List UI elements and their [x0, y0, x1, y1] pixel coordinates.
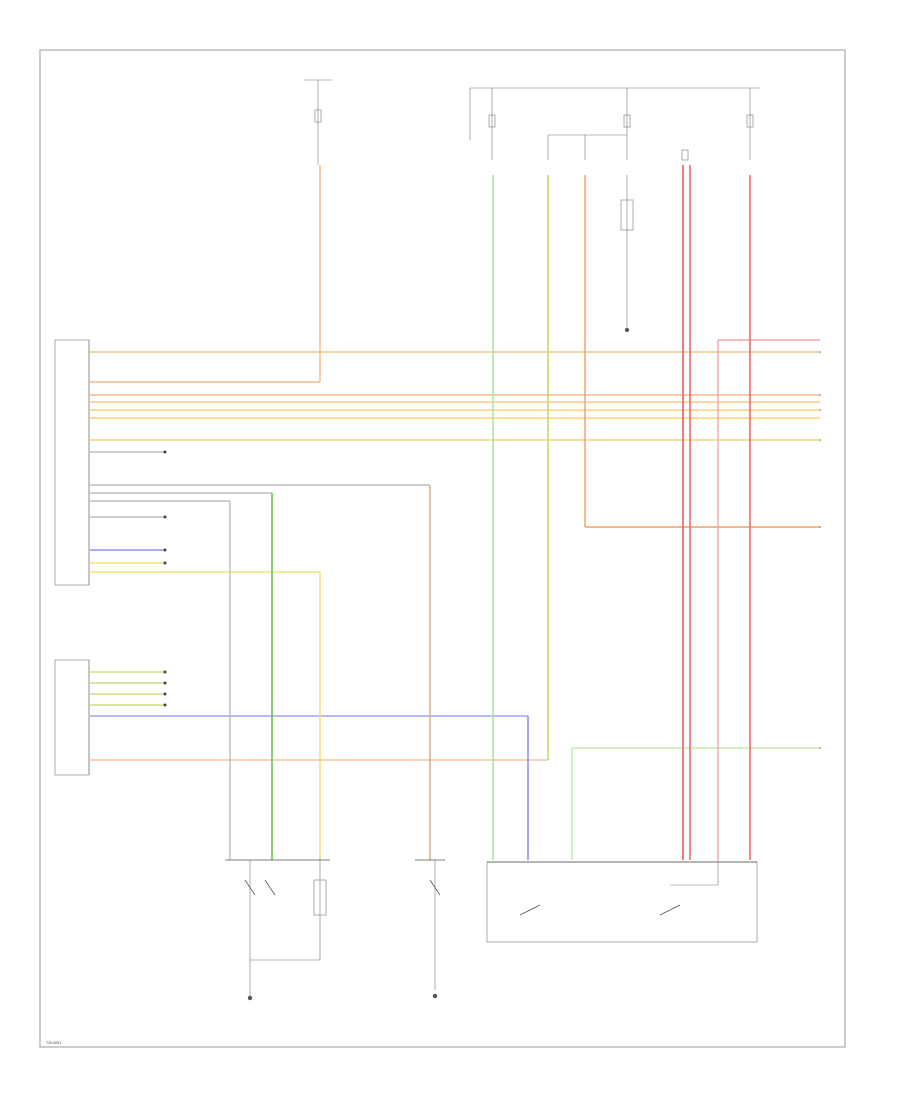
horizontal-wires	[90, 351, 820, 761]
power-distribution-top	[304, 79, 760, 332]
bottom-right-module	[486, 860, 758, 943]
switch-contact-4	[519, 904, 541, 916]
vertical-wires	[229, 165, 820, 860]
ground-left	[247, 995, 253, 1001]
switch-contact-5	[659, 904, 681, 916]
bottom-middle-switch	[415, 859, 445, 999]
ground-point-top	[625, 328, 629, 332]
fuse-3	[623, 114, 631, 128]
bottom-left-components	[225, 859, 330, 1001]
module-box-bottom-right	[486, 861, 758, 943]
fuse-1	[314, 109, 322, 123]
ground-middle	[432, 993, 438, 999]
switch-contact-1	[244, 879, 256, 896]
footer-code: T25.0001	[45, 1041, 61, 1045]
component-relay	[620, 199, 634, 231]
fuse-2	[488, 114, 496, 128]
diagram-border	[39, 49, 846, 1048]
switch-contact-2	[264, 879, 276, 896]
component-resistor	[313, 879, 327, 916]
module-box-main	[54, 339, 90, 586]
connector-pins	[163, 351, 821, 749]
fuse-5	[681, 149, 689, 161]
control-module-left	[54, 339, 90, 776]
switch-contact-3	[429, 879, 441, 896]
fuse-4	[746, 114, 754, 128]
module-box-lower	[54, 659, 90, 776]
